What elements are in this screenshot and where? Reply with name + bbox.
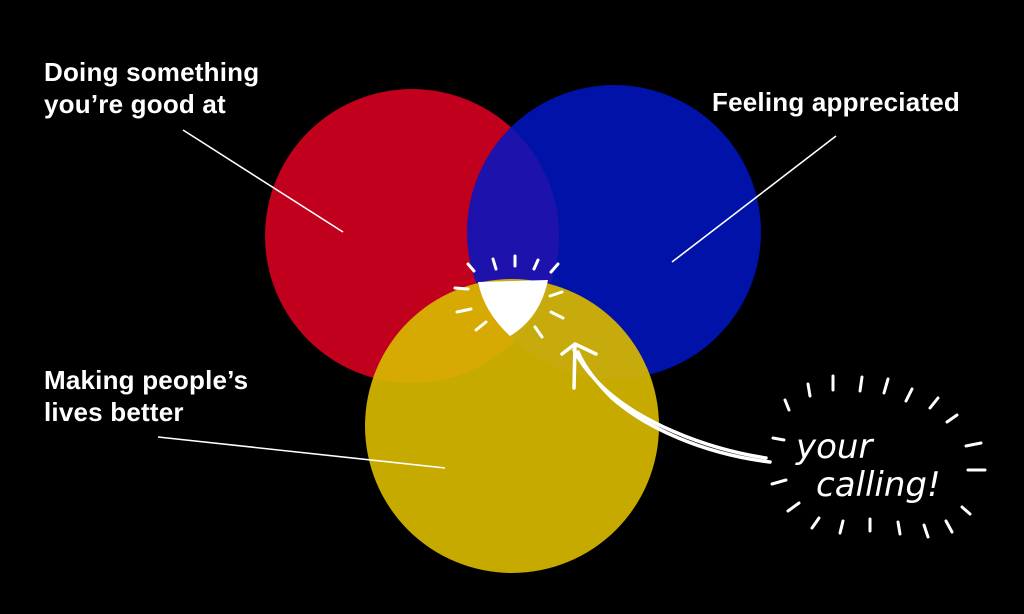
label-lives-better: Making people’s lives better (44, 364, 248, 428)
pointer-appreciated (671, 135, 837, 263)
label-pointers (157, 129, 837, 469)
label-good-at: Doing something you’re good at (44, 56, 259, 120)
pointer-lives-better (157, 436, 446, 469)
center-intersection (478, 280, 548, 336)
label-appreciated-line-1: Feeling appreciated (712, 87, 960, 117)
label-lives-better-line-2: lives better (44, 397, 184, 427)
label-good-at-line-2: you’re good at (44, 89, 226, 119)
sparkle-rays (453, 254, 565, 339)
label-appreciated: Feeling appreciated (712, 86, 960, 118)
label-lives-better-line-1: Making people’s (44, 365, 249, 395)
label-good-at-line-1: Doing something (44, 57, 260, 87)
pointer-good-at (182, 129, 344, 233)
